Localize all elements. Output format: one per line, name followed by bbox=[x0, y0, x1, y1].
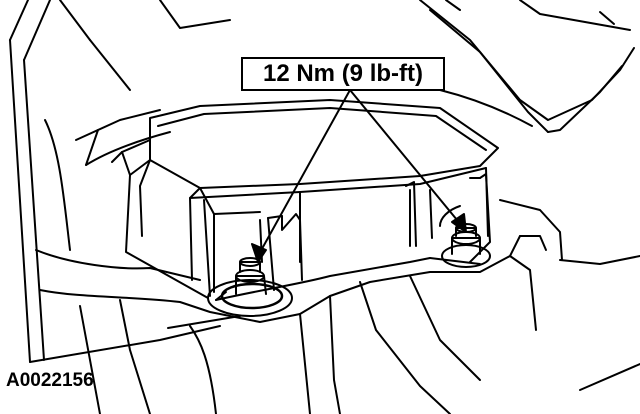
flange-bolt-left bbox=[207, 257, 293, 317]
module-housing bbox=[111, 99, 499, 301]
arrow-left bbox=[251, 243, 267, 263]
callout-leaders bbox=[251, 89, 467, 263]
left-pillar bbox=[9, 0, 71, 363]
right-bracket bbox=[405, 173, 491, 265]
mounting-floor bbox=[29, 199, 640, 414]
torque-callout-box: 12 Nm (9 lb-ft) bbox=[241, 57, 445, 91]
torque-spec-label: 12 Nm (9 lb-ft) bbox=[262, 60, 423, 87]
leader-left bbox=[257, 89, 351, 257]
upper-right-trim bbox=[419, 0, 635, 133]
figure-id-label: A0022156 bbox=[6, 370, 94, 391]
leader-right bbox=[349, 89, 463, 227]
arrow-right bbox=[451, 213, 467, 233]
upper-left-panel bbox=[59, 0, 231, 166]
